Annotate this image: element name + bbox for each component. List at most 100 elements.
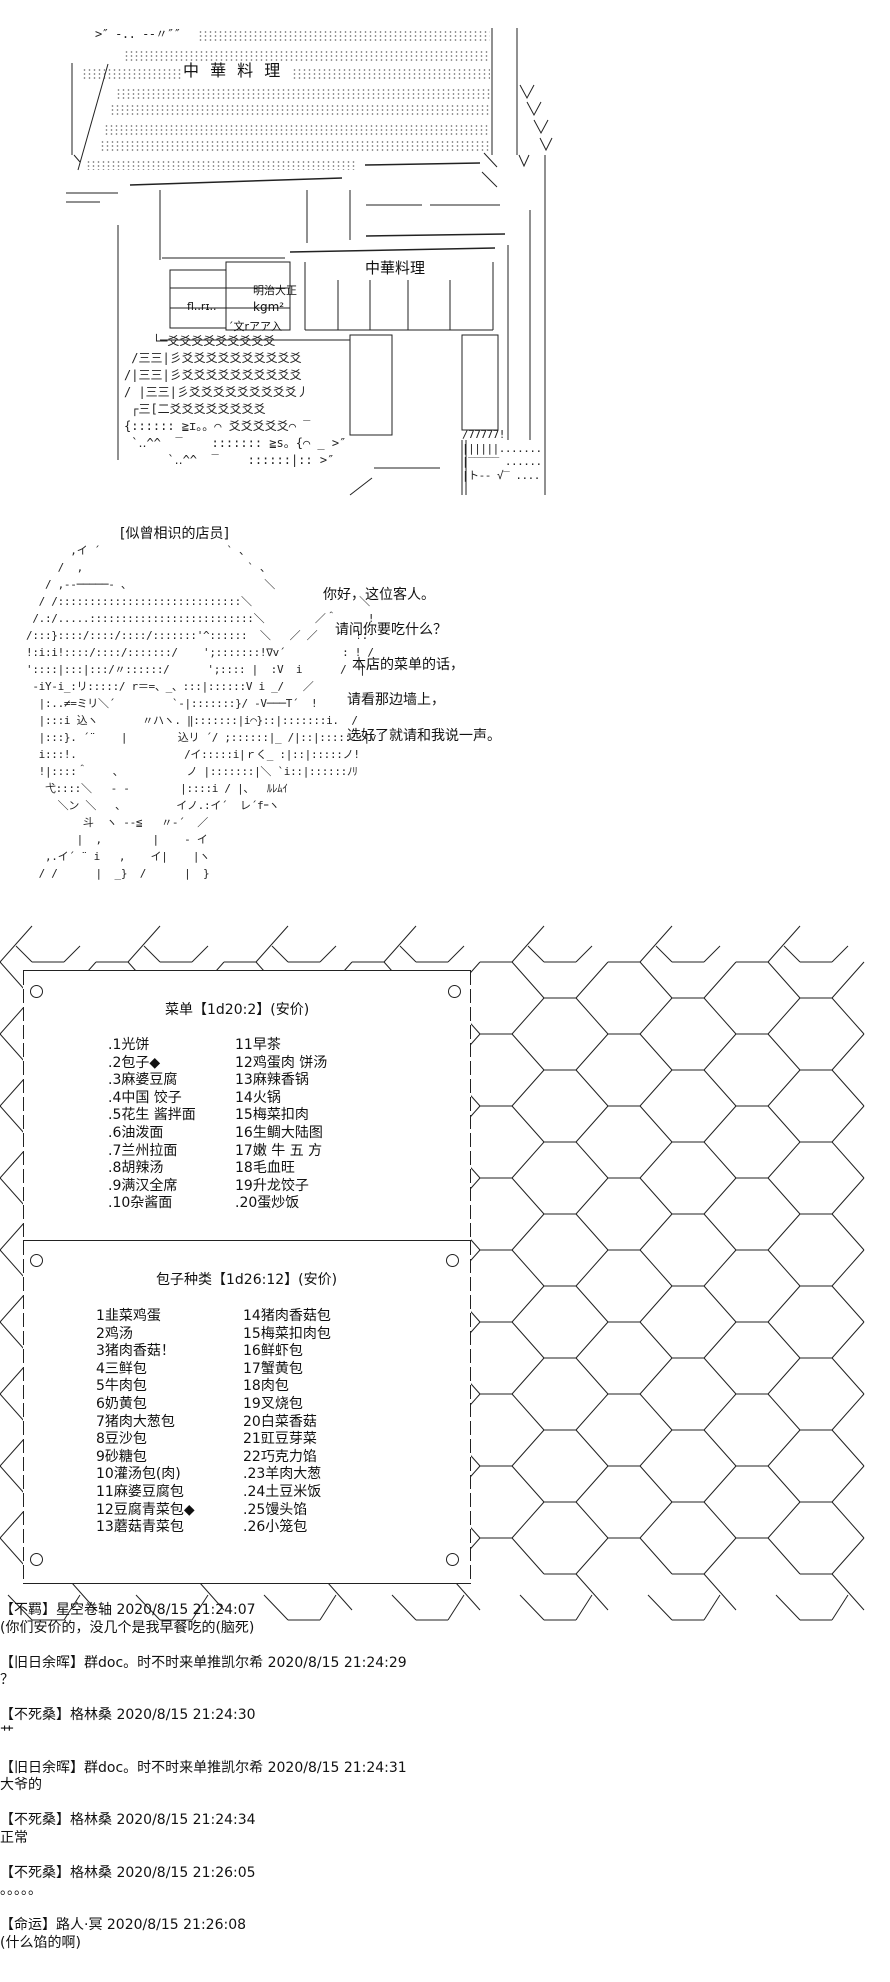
menu-item: 22巧克力馅 [243,1448,317,1465]
chat-body: (你们安价的，没几个是我早餐吃的(脑死) [0,1619,255,1636]
menu-item: 13麻辣香锅 [235,1072,309,1089]
menu-item: 19升龙饺子 [235,1177,309,1194]
menu-item: 4三鲜包 [96,1360,147,1377]
pin-icon [30,1553,43,1566]
chat-message: 【旧日余晖】群doc。时不时来单推凯尔希 2020/8/15 21:24:31 … [0,1760,407,1795]
menu-item: 15梅菜扣肉包 [243,1325,331,1342]
roof-texture [198,30,490,42]
menu-item: 18肉包 [243,1378,289,1395]
board-edge-right [470,971,471,1583]
roof-texture [116,88,490,100]
menu-item: .1光饼 [108,1037,150,1053]
menu-board: 菜单【1d20:2】(安价) .1光饼 .2包子◆ .3麻婆豆腐 .4中国 饺子… [23,970,471,1584]
chat-body: 正常 [0,1829,28,1846]
menu-col-1: .1光饼 .2包子◆ .3麻婆豆腐 .4中国 饺子 .5花生 酱拌面 .6油泼面… [108,1037,196,1213]
chat-message: 【不羁】星空卷轴 2020/8/15 21:24:07 (你们安价的，没几个是我… [0,1602,407,1637]
menu-item: 12鸡蛋肉 饼汤 [235,1054,328,1071]
speaker-label: [似曾相识的店员] [120,526,229,542]
crate-stack: └─爻爻爻爻爻爻爻爻爻 /三三|彡爻爻爻爻爻爻爻爻爻爻 /|三三|彡爻爻爻爻爻爻… [124,334,347,467]
bun-menu-col-1: 1韭菜鸡蛋 2鸡汤 3猪肉香菇！ 4三鲜包 5牛肉包 6奶黄包 7猪肉大葱包 8… [96,1308,195,1537]
menu-item: 12豆腐青菜包◆ [96,1501,195,1518]
chat-log: 【不羁】星空卷轴 2020/8/15 21:24:07 (你们安价的，没几个是我… [0,1602,407,1970]
shop-building-art: >″ ‐.. ‐‐〃″″ 中 華 料 理 [0,0,560,500]
menu-item: .8胡辣汤 [108,1160,164,1177]
menu-item: 20白菜香菇 [243,1413,317,1430]
menu-item: .20蛋炒饭 [235,1195,300,1212]
chat-message: 【命运】路人·冥 2020/8/15 21:26:08 (什么馅的啊) [0,1917,407,1952]
chat-body: 大爷的 [0,1777,42,1793]
plaque-text: fl..rɪ.. [187,300,217,313]
menu-item: 16鲜虾包 [243,1343,303,1360]
menu-item: 18毛血旺 [235,1160,295,1177]
roof-edge: >″ ‐.. ‐‐〃″″ [95,27,181,41]
chat-body: 艹 [0,1724,14,1741]
bun-menu-title: 包子种类【1d26:12】(安价) [156,1272,338,1288]
menu-item: 13蘑菇青菜包 [96,1519,184,1536]
chat-body: 。。。。。 [0,1882,42,1898]
menu-item: .7兰州拉面 [108,1142,178,1159]
roof-texture [86,160,356,170]
menu-item: 11麻婆豆腐包 [96,1483,184,1500]
chat-message: 【不死桑】格林桑 2020/8/15 21:24:34 正常 [0,1812,407,1847]
menu-item: 14猪肉香菇包 [243,1308,331,1324]
menu-item: .3麻婆豆腐 [108,1072,178,1089]
sign-top: 中 華 料 理 [183,61,284,80]
menu-item: 7猪肉大葱包 [96,1413,175,1430]
chat-header: 【命运】路人·冥 2020/8/15 21:26:08 [0,1917,247,1933]
chat-message: 【不死桑】格林桑 2020/8/15 21:24:30 艹 [0,1707,407,1742]
roof-texture [100,140,490,152]
menu-title: 菜单【1d20:2】(安价) [165,1002,310,1018]
chat-body: (什么馅的啊) [0,1934,81,1951]
roof-slope [66,28,553,496]
menu-item: 5牛肉包 [96,1378,147,1395]
shop-clerk-art: [似曾相识的店员] ,イ ´ ` 、 / , ` 、 / ,‐‐─────‐ 、… [0,520,383,910]
chat-header: 【不死桑】格林桑 2020/8/15 21:26:05 [0,1864,256,1881]
pin-icon [446,1254,459,1267]
chat-header: 【旧日余晖】群doc。时不时来单推凯尔希 2020/8/15 21:24:31 [0,1759,407,1776]
dialogue-line: 请看那边墙上， [347,692,445,708]
dialogue-line: 选好了就请和我说一声。 [347,728,501,744]
bun-menu-col-2: 14猪肉香菇包 15梅菜扣肉包 16鲜虾包 17蟹黄包 18肉包 19叉烧包 2… [243,1308,331,1537]
roof-texture [104,124,490,136]
board-edge-left [23,971,24,1583]
shop-noren: ´文rアア入 [228,320,283,333]
units-plaque: kgm² [253,300,285,314]
menu-item: 9砂糖包 [96,1448,147,1465]
menu-item: 6奶黄包 [96,1395,147,1412]
menu-item: 17蟹黄包 [243,1360,303,1377]
era-plaque: 明治大正 [253,284,297,297]
menu-item: 16生鲷大陆图 [235,1124,323,1141]
menu-item: 1韭菜鸡蛋 [96,1308,161,1324]
roof-texture [110,104,490,116]
menu-item: .9满汉全席 [108,1177,178,1194]
menu-item: 14火锅 [235,1089,281,1106]
menu-item: .4中国 饺子 [108,1089,182,1106]
menu-item: .2包子◆ [108,1054,161,1071]
menu-item: .23羊肉大葱 [243,1466,322,1483]
chat-header: 【不死桑】格林桑 2020/8/15 21:24:30 [0,1707,256,1723]
chat-header: 【旧日余晖】群doc。时不时来单推凯尔希 2020/8/15 21:24:29 [0,1654,407,1671]
clerk-figure: ,イ ´ ` 、 / , ` 、 / ,‐‐─────‐ 、 ＼ / /::::… [26,544,383,880]
menu-item: 15梅菜扣肉 [235,1107,309,1124]
menu-item: 10灌汤包(肉) [96,1466,181,1483]
dialogue-line: 你好，这位客人。 [323,587,435,603]
menu-item: .6油泼面 [108,1124,164,1141]
roof-texture [82,68,182,80]
dialogue-line: 本店的菜单的话， [352,657,464,673]
roof-texture [124,50,490,62]
menu-item: .26小笼包 [243,1519,308,1536]
chat-body: ？ [0,1672,14,1688]
menu-item: 8豆沙包 [96,1431,147,1448]
menu-item: .10杂酱面 [108,1195,173,1212]
menu-item: 11早茶 [235,1037,281,1053]
menu-item: 3猪肉香菇！ [96,1343,175,1360]
menu-item: 17嫩 牛 五 方 [235,1142,323,1159]
menu-item: 21豇豆芽菜 [243,1431,317,1448]
railing: /77777! ||||||....... |‾‾‾‾‾ ...... |ト‐‐… [462,428,542,482]
chat-message: 【旧日余晖】群doc。时不时来单推凯尔希 2020/8/15 21:24:29 … [0,1655,407,1690]
roof-texture [292,68,490,80]
menu-item: .24土豆米饭 [243,1483,322,1500]
pin-icon [448,985,461,998]
menu-divider [23,1240,471,1241]
pin-icon [30,1254,43,1267]
